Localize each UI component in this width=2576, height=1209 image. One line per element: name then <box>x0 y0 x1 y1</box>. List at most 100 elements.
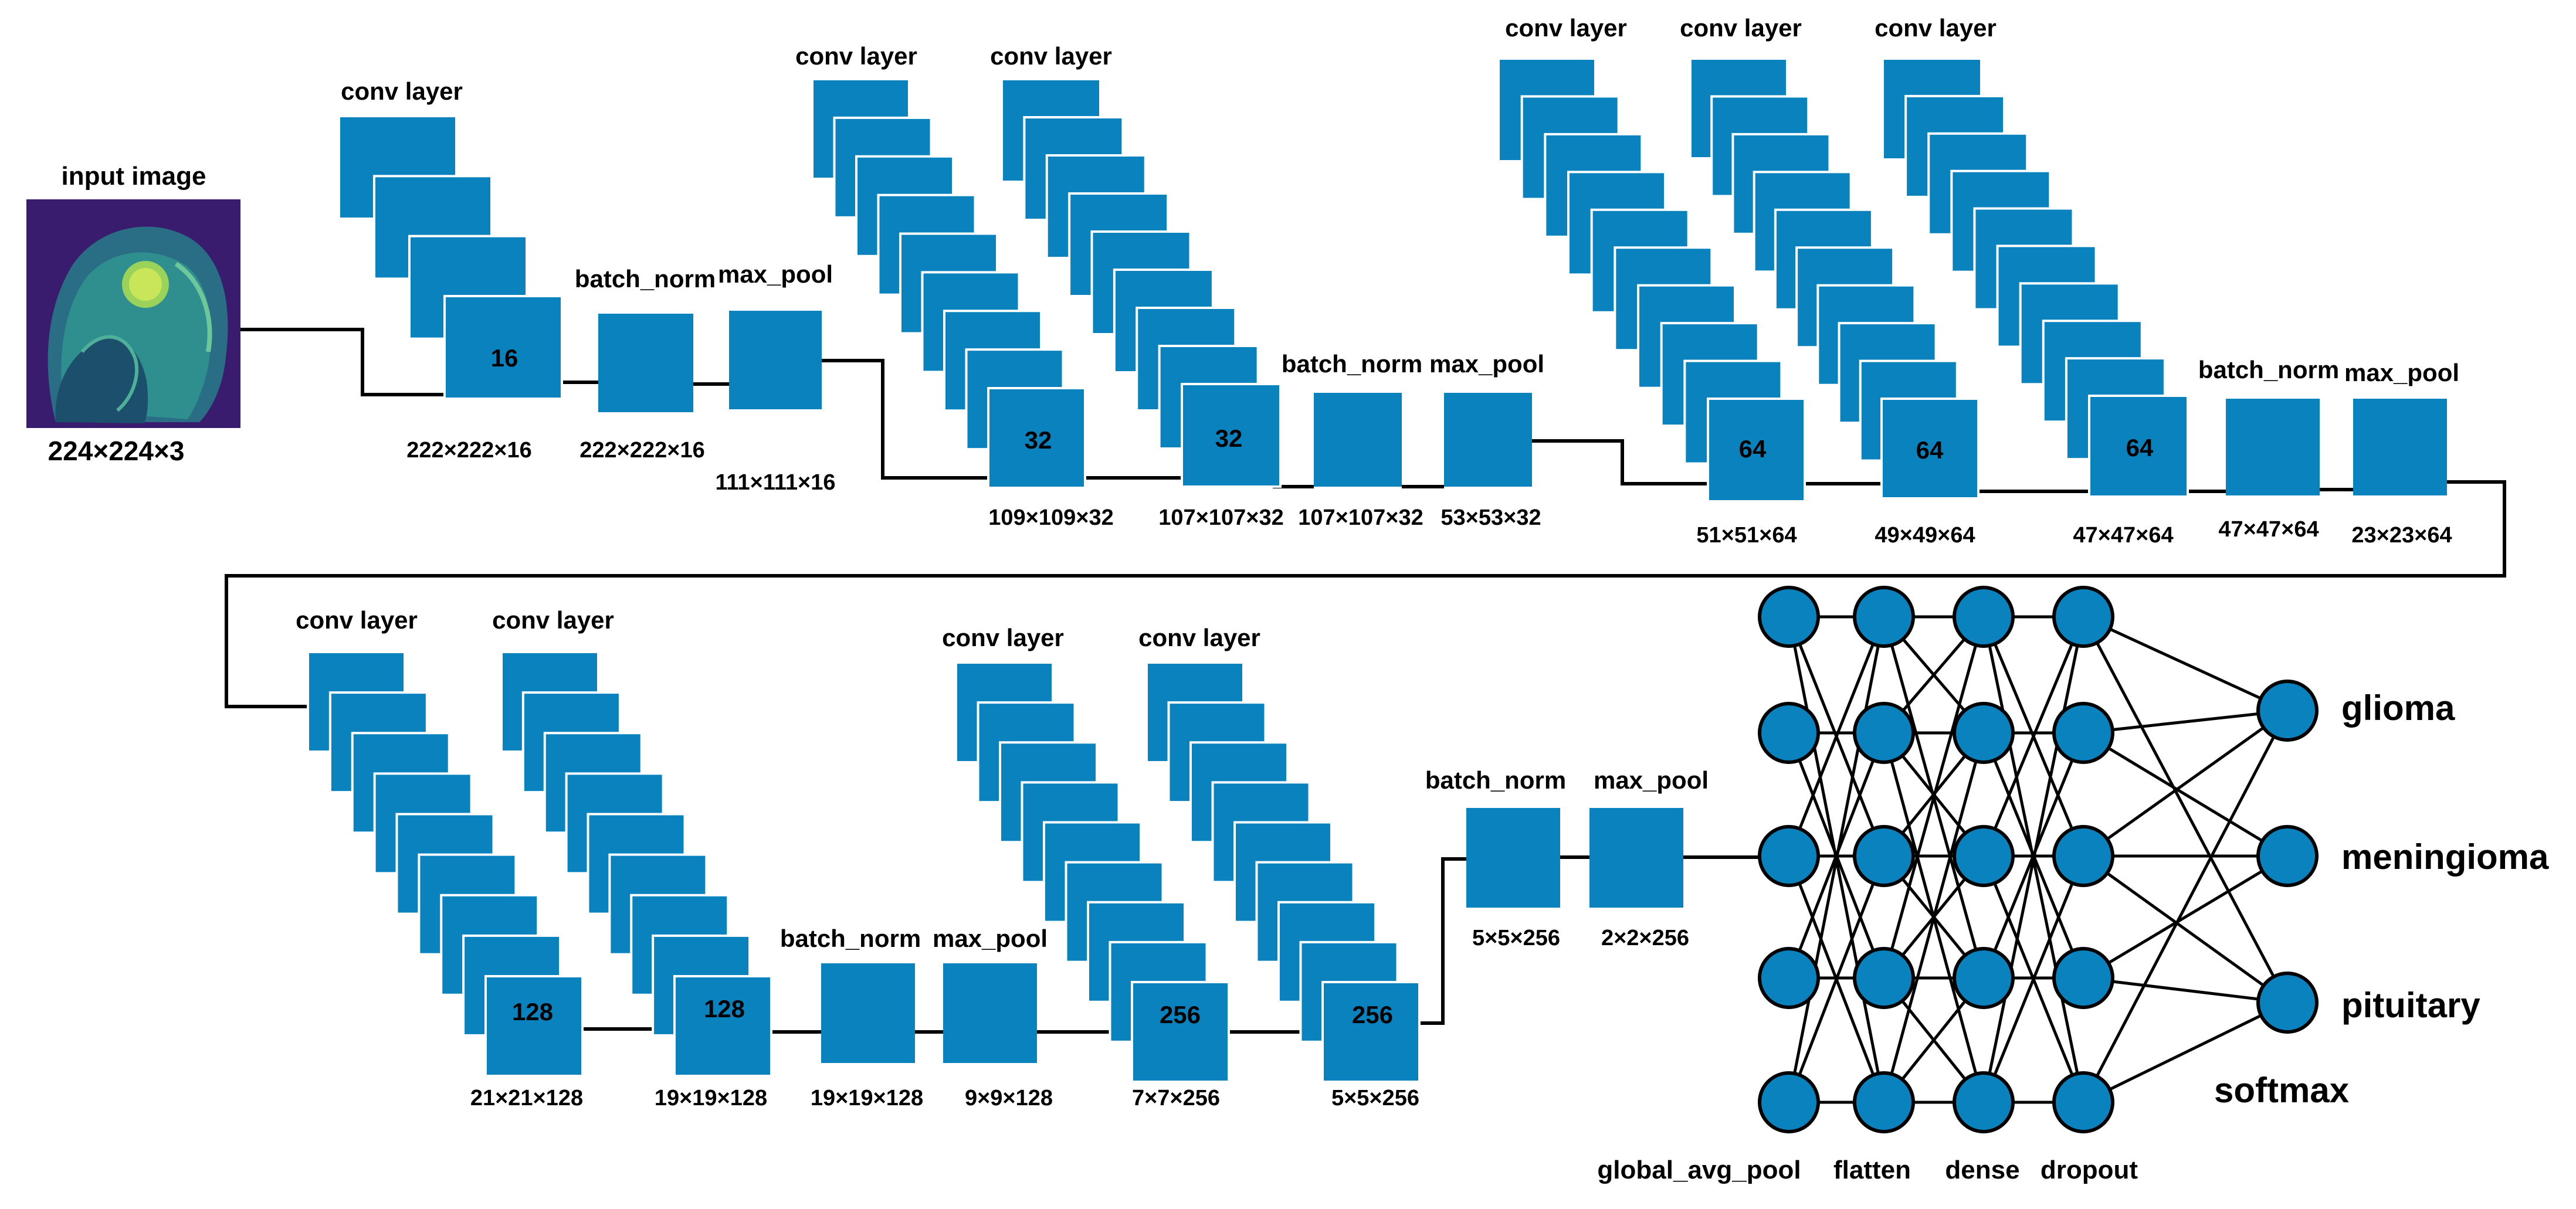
softmax-label: softmax <box>2214 1071 2349 1110</box>
neuron <box>1758 586 1820 648</box>
flatten-label: flatten <box>1833 1156 1911 1184</box>
neuron <box>1853 947 1915 1009</box>
conv-filter-count: 16 <box>491 344 518 372</box>
neuron <box>2052 947 2114 1009</box>
neuron-connection <box>1882 732 1985 1103</box>
neuron-connection <box>1787 616 1886 1103</box>
output-class-meningioma: meningioma <box>2341 837 2549 877</box>
neuron <box>2052 1071 2114 1133</box>
neuron-connection <box>2082 1001 2289 1104</box>
feature-map <box>987 387 1086 489</box>
conv-layer-label: conv layer <box>1138 624 1260 651</box>
conv-layer-64-stack-2 <box>1689 57 1980 500</box>
conv-layer-128-stack-1 <box>307 651 584 1077</box>
conv-filter-count: 32 <box>1215 424 1243 452</box>
conv-layer-128-stack-2 <box>500 651 772 1077</box>
neuron-connection <box>2083 709 2288 735</box>
max-pool-label: max_pool <box>1594 766 1709 794</box>
neuron-connection <box>2082 709 2289 1103</box>
conv-output-size: 5×5×256 <box>1331 1086 1419 1110</box>
conv-layer-label: conv layer <box>795 42 917 70</box>
neuron-connection <box>1982 855 2085 1103</box>
dense-label: dense <box>1945 1156 2019 1184</box>
max-pool-block <box>1444 393 1532 487</box>
batch-norm-block <box>1314 393 1402 487</box>
max-pool-output-size: 2×2×256 <box>1601 926 1689 950</box>
conv-layer-label: conv layer <box>1505 14 1627 42</box>
neuron-connection <box>1882 616 1985 979</box>
max-pool-block <box>2353 399 2447 495</box>
neuron-connection <box>2082 854 2289 1004</box>
feature-map <box>2088 395 2189 498</box>
conv-output-size: 109×109×32 <box>988 505 1113 530</box>
neuron <box>1758 702 1820 764</box>
conv-filter-count: 256 <box>1352 1001 1393 1028</box>
conv-output-size: 51×51×64 <box>1696 523 1797 548</box>
neuron <box>2052 825 2114 887</box>
conv-filter-count: 64 <box>1916 436 1944 464</box>
feature-map <box>1321 981 1421 1083</box>
conv-layer-label: conv layer <box>990 42 1112 70</box>
conv-layer-32-stack-1 <box>811 78 1086 489</box>
neuron-connection <box>2082 709 2289 858</box>
conv-layer-256-stack-2 <box>1145 661 1421 1083</box>
conv-output-size: 222×222×16 <box>406 438 531 463</box>
batch-norm-label: batch_norm <box>2198 356 2339 383</box>
conv-layer-label: conv layer <box>1680 14 1802 42</box>
neuron <box>1758 947 1820 1009</box>
max-pool-output-size: 111×111×16 <box>715 470 835 495</box>
feature-map <box>1707 398 1806 502</box>
neuron-connection <box>2082 615 2289 712</box>
input-image-title: input image <box>62 162 206 191</box>
max-pool-block <box>1589 808 1683 908</box>
conv-filter-count: 256 <box>1160 1001 1201 1028</box>
batch-norm-output-size: 222×222×16 <box>579 438 704 463</box>
conv-filter-count: 64 <box>2126 434 2154 461</box>
dense-network-neurons <box>1758 586 2114 1133</box>
batch-norm-label: batch_norm <box>1425 766 1566 794</box>
output-neurons <box>2256 680 2319 1034</box>
neuron <box>1953 825 2015 887</box>
conv-output-size: 107×107×32 <box>1158 505 1283 530</box>
dropout-label: dropout <box>2041 1156 2138 1184</box>
neuron <box>1953 1071 2015 1133</box>
batch-norm-block <box>598 314 693 412</box>
output-neuron <box>2256 825 2319 887</box>
max-pool-output-size: 53×53×32 <box>1440 505 1541 530</box>
batch-norm-output-size: 107×107×32 <box>1298 505 1423 530</box>
output-neuron <box>2256 972 2319 1034</box>
feature-map <box>1181 383 1282 488</box>
max-pool-output-size: 9×9×128 <box>965 1086 1053 1110</box>
global-avg-pool-label: global_avg_pool <box>1597 1156 1801 1184</box>
conv-layer-64-stack-3 <box>1882 57 2189 498</box>
batch-norm-label: batch_norm <box>575 265 716 293</box>
neuron-connection <box>2082 731 2289 858</box>
neuron <box>2052 586 2114 648</box>
output-class-glioma: glioma <box>2341 688 2455 728</box>
conv-layer-64-stack-1 <box>1497 57 1806 502</box>
neuron-connection <box>1982 616 2085 857</box>
batch-norm-output-size: 19×19×128 <box>811 1086 923 1110</box>
conv-layer-256-stack-1 <box>955 661 1230 1083</box>
conv-filter-count: 64 <box>1739 435 1767 463</box>
max-pool-label: max_pool <box>718 260 833 288</box>
feature-map <box>443 295 563 400</box>
max-pool-label: max_pool <box>2344 359 2459 386</box>
feature-map <box>673 975 772 1077</box>
conv-layer-16-stack <box>338 115 563 400</box>
neuron <box>1853 702 1915 764</box>
conv-layer-label: conv layer <box>492 606 614 634</box>
neuron <box>1853 825 1915 887</box>
feature-map <box>1880 398 1980 500</box>
neuron-connection <box>2083 976 2288 1004</box>
neuron <box>1853 1071 1915 1133</box>
batch-norm-output-size: 5×5×256 <box>1472 926 1560 950</box>
max-pool-block <box>943 963 1037 1063</box>
conv-filter-count: 128 <box>704 995 745 1023</box>
neuron-connection <box>1787 855 1886 1103</box>
conv-layer-label: conv layer <box>296 606 418 634</box>
conv-output-size: 21×21×128 <box>470 1086 583 1110</box>
conv-layer-label: conv layer <box>1875 14 1997 42</box>
conv-layer-32-stack-2 <box>1001 78 1282 488</box>
